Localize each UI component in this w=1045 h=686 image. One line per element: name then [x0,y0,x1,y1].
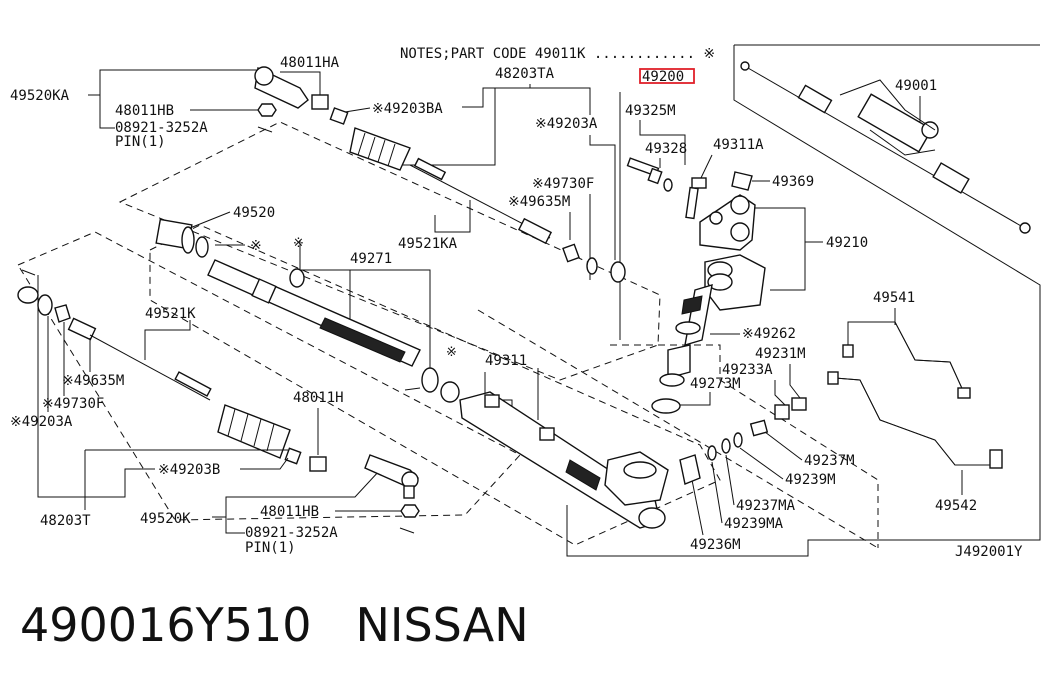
bracket-49236M [679,454,701,485]
label-08921-top[interactable]: 08921-3252A [115,120,208,136]
clamp-49203B [284,447,302,465]
steering-gear-assembly-thumbnail [740,61,1031,234]
boot-48203T [217,404,291,459]
cotter-pin-top [257,126,273,133]
label-49273M[interactable]: 49273M [690,376,741,392]
return-tube-49542 [827,371,1003,469]
label-pin-top: PIN(1) [115,134,166,150]
footer-brand: NISSAN [355,598,529,652]
label-48011HB-bot[interactable]: 48011HB [260,504,319,520]
inner-tie-rod-49521KA [409,157,553,245]
label-49231M[interactable]: 49231M [755,346,806,362]
seal-rack-a [421,367,439,393]
label-49730F-left[interactable]: ※49730F [42,396,104,412]
boot-48203TA [349,127,411,171]
notes-text: NOTES;PART CODE 49011K ............ ※ [400,46,715,62]
label-49369[interactable]: 49369 [772,174,814,190]
label-49262[interactable]: ※49262 [742,326,796,342]
fitting-49237M [749,419,769,437]
seal-rack-b [440,381,460,403]
label-49203A-left[interactable]: ※49203A [10,414,73,430]
label-49521KA[interactable]: 49521KA [398,236,458,252]
tie-rod-end-49520K [364,454,419,499]
seal-49239M [733,432,743,448]
label-star-c: ※ [446,345,457,360]
label-49200[interactable]: 49200 [642,69,684,85]
label-49325M[interactable]: 49325M [625,103,676,119]
label-star-b: ※ [293,236,304,251]
inner-tie-rod-49521K [67,317,212,401]
label-49328[interactable]: 49328 [645,141,687,157]
label-49233A[interactable]: 49233A [722,362,773,378]
label-48203TA[interactable]: 48203TA [495,66,555,82]
footer-part-number: 490016Y510 [20,598,312,652]
bolt-49325M [626,157,673,192]
label-49520K[interactable]: 49520K [140,511,191,527]
label-48011HA[interactable]: 48011HA [280,55,340,71]
bolt-49311A [685,177,707,220]
tie-rod-left-dashed-area [17,231,521,521]
nut-48011H [309,456,327,472]
rack-49271 [207,259,421,367]
nut-48011HB-bot [400,504,420,518]
fitting-49233A [774,404,790,420]
label-pin-bot: PIN(1) [245,540,296,556]
ring-49271-a [289,268,305,288]
label-49635M-left[interactable]: ※49635M [62,373,124,389]
nut-48011HA [311,94,329,110]
label-49520[interactable]: 49520 [233,205,275,221]
nut-48011HB-top [257,103,277,117]
label-49311A[interactable]: 49311A [713,137,764,153]
label-49541[interactable]: 49541 [873,290,915,306]
label-49271[interactable]: 49271 [350,251,392,267]
label-49239MA[interactable]: 49239MA [724,516,784,532]
seal-49239MA [707,445,717,461]
label-48203T[interactable]: 48203T [40,513,91,529]
label-49236M[interactable]: 49236M [690,537,741,553]
label-49237M[interactable]: 49237M [804,453,855,469]
label-star-a: ※ [250,238,262,254]
valve-housing-49210 [699,194,766,311]
label-49730F-top[interactable]: ※49730F [532,176,594,192]
clip-49369 [731,171,753,191]
highlight-box-49200 [639,68,695,84]
label-49001[interactable]: 49001 [895,78,937,94]
gear-dashed-line [477,309,879,549]
pinion-shaft [659,284,713,387]
label-08921-bot[interactable]: 08921-3252A [245,525,338,541]
label-48011HB-top[interactable]: 48011HB [115,103,174,119]
label-49239M[interactable]: 49239M [785,472,836,488]
bushing-49520 [155,218,209,258]
lock-washer-top [562,243,580,263]
valve-dashed-line [610,344,879,548]
label-49311[interactable]: 49311 [485,353,527,369]
tie-rod-end-49520KA [254,66,309,109]
pressure-tube-49541 [842,321,971,399]
clamp-49203A-top [610,261,626,283]
gear-housing-49311 [459,391,669,529]
cotter-pin-bot [399,527,415,534]
label-49542[interactable]: 49542 [935,498,977,514]
housing-dashed-area [149,224,721,546]
label-49203BA[interactable]: ※49203BA [372,101,443,117]
label-49203B[interactable]: ※49203B [158,462,220,478]
label-49203A-top[interactable]: ※49203A [535,116,598,132]
diagram-id: J492001Y [955,544,1023,560]
assembly-frame-outline [566,45,1041,557]
seal-49237MA [721,438,731,454]
footer-part-info: 490016Y510 NISSAN [20,598,573,652]
label-49520KA[interactable]: 49520KA [10,88,70,104]
label-49521K[interactable]: 49521K [145,306,196,322]
label-49237MA[interactable]: 49237MA [736,498,796,514]
label-48011H[interactable]: 48011H [293,390,344,406]
label-49210[interactable]: 49210 [826,235,868,251]
label-49635M-top[interactable]: ※49635M [508,194,570,210]
left-washer-stack [17,269,71,323]
clamp-49203BA [329,107,349,125]
tie-rod-right-dashed-area [118,121,661,381]
fitting-49231M [791,397,807,411]
ring-49730F-top [586,257,598,275]
o-ring-49273M [651,398,681,414]
